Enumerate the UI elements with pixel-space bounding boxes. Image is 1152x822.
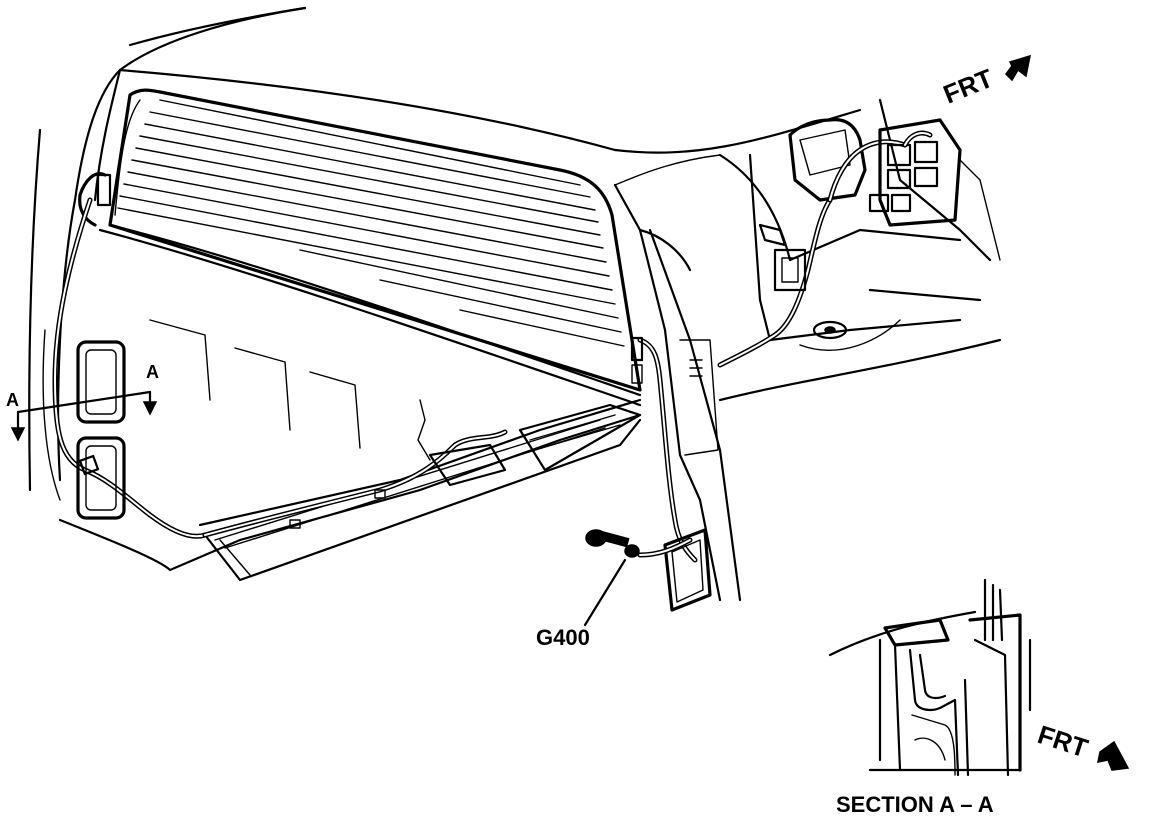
front-arrow-bottom-icon xyxy=(1097,740,1130,771)
cab-outline xyxy=(28,6,862,501)
ground-panel xyxy=(637,528,712,612)
right-harness xyxy=(717,118,908,368)
connector-block xyxy=(868,118,962,227)
back-panel xyxy=(58,319,642,576)
front-label-bottom: FRT xyxy=(1034,719,1091,763)
front-arrow-top: FRT xyxy=(939,54,1031,110)
section-detail xyxy=(828,578,1032,777)
section-marker-right: A xyxy=(146,362,159,382)
rear-window xyxy=(98,88,642,407)
front-label-top: FRT xyxy=(939,63,997,110)
section-cut-line xyxy=(10,390,158,442)
front-arrow-top-icon xyxy=(1005,54,1031,82)
section-marker-left: A xyxy=(6,390,19,410)
section-caption: SECTION A – A xyxy=(836,792,994,817)
ground-bolt xyxy=(583,529,640,627)
ground-label: G400 xyxy=(536,625,590,650)
floor-sill xyxy=(202,399,642,582)
front-arrow-bottom: FRT xyxy=(1034,719,1130,771)
floor-plug xyxy=(799,319,901,351)
